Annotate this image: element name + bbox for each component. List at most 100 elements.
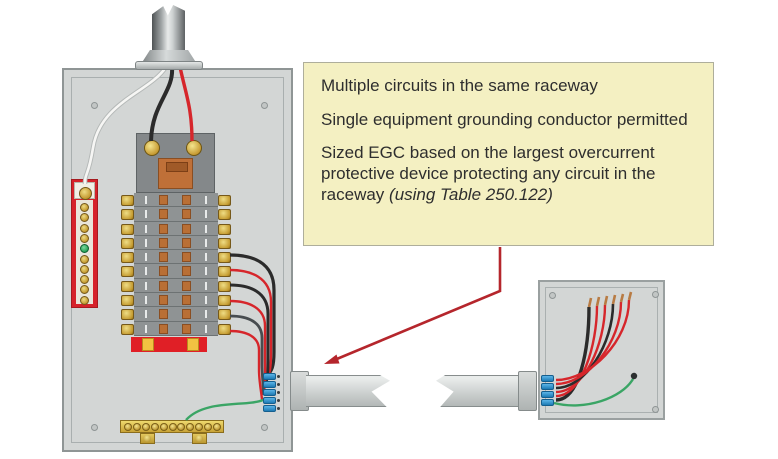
- breaker-contact: [182, 309, 191, 320]
- breaker-toggle-mark: [205, 281, 207, 290]
- neutral-screw: [80, 244, 89, 254]
- connector-bead: [263, 389, 276, 396]
- breaker-toggle-mark: [145, 238, 147, 247]
- junction-raceway-connector: [541, 375, 554, 407]
- breaker-contact: [182, 237, 191, 248]
- breaker-toggle-mark: [145, 196, 147, 204]
- neutral-screw: [80, 254, 89, 264]
- box-screw: [652, 291, 659, 298]
- neutral-screw: [80, 295, 89, 305]
- breaker-contact: [159, 309, 168, 320]
- breaker-body: [134, 250, 218, 265]
- note-line-3: Sized EGC based on the largest overcurre…: [321, 143, 697, 205]
- breaker-terminal-screw: [121, 209, 134, 221]
- breaker-toggle-mark: [145, 267, 147, 276]
- ground-screw: [204, 423, 213, 431]
- breaker-contact: [159, 195, 168, 205]
- ground-screw: [150, 423, 159, 431]
- breaker-toggle-mark: [205, 253, 207, 262]
- breaker-terminal-screw: [121, 309, 134, 321]
- breaker-body: [134, 207, 218, 222]
- ground-screw: [124, 423, 132, 431]
- breaker-body: [134, 321, 218, 336]
- connector-bead: [541, 391, 554, 398]
- ground-screw: [195, 423, 204, 431]
- connector-bead: [263, 405, 276, 412]
- mounting-hole: [261, 102, 268, 109]
- neutral-bus-bar: [71, 179, 98, 308]
- breaker-row: [121, 250, 231, 265]
- breaker-contact: [182, 195, 191, 205]
- breaker-toggle-mark: [205, 310, 207, 319]
- note-line-2: Single equipment grounding conductor per…: [321, 109, 688, 129]
- breaker-contact: [182, 223, 191, 234]
- breaker-contact: [159, 266, 168, 277]
- breaker-toggle-mark: [145, 296, 147, 305]
- connector-bead: [541, 383, 554, 390]
- breaker-toggle-mark: [205, 267, 207, 276]
- breaker-stack-mount: [131, 337, 207, 352]
- connector-bead: [263, 397, 276, 404]
- breaker-terminal-screw: [218, 266, 231, 278]
- breaker-row: [121, 293, 231, 308]
- breaker-terminal-screw: [218, 223, 231, 235]
- connector-set-screw: [277, 383, 280, 386]
- raceway-segment-left: [306, 375, 390, 407]
- breaker-body: [134, 293, 218, 308]
- breaker-body: [134, 307, 218, 322]
- mounting-hole: [261, 424, 268, 431]
- note-box: Multiple circuits in the same raceway Si…: [303, 62, 714, 246]
- breaker-row: [121, 278, 231, 294]
- breaker-contact: [182, 280, 191, 291]
- box-screw: [652, 406, 659, 413]
- arrowhead: [324, 354, 340, 364]
- breaker-contact: [182, 252, 191, 263]
- breaker-toggle-mark: [145, 281, 147, 290]
- mounting-hole: [91, 102, 98, 109]
- breaker-terminal-screw: [218, 209, 231, 221]
- ground-screw: [177, 423, 186, 431]
- breaker-contact: [159, 252, 168, 263]
- breaker-row: [121, 207, 231, 222]
- neutral-screw: [80, 285, 89, 295]
- breaker-terminal-screw: [121, 195, 134, 206]
- neutral-screw: [80, 213, 89, 223]
- breaker-contact: [159, 323, 168, 334]
- raceway-segment-right: [436, 375, 520, 407]
- breaker-toggle-mark: [145, 310, 147, 319]
- breaker-terminal-screw: [218, 309, 231, 321]
- ground-screw: [141, 423, 150, 431]
- neutral-screw: [80, 223, 89, 233]
- neutral-screw: [80, 233, 89, 243]
- neutral-screw: [80, 275, 89, 285]
- connector-bead: [263, 381, 276, 388]
- breaker-terminal-screw: [218, 252, 231, 264]
- breaker-contact: [159, 223, 168, 234]
- breaker-toggle-mark: [205, 224, 207, 233]
- breaker-toggle-mark: [205, 324, 207, 333]
- neutral-main-lug-pad: [74, 182, 95, 200]
- breaker-toggle-mark: [145, 224, 147, 233]
- breaker-contact: [159, 280, 168, 291]
- main-breaker-label: [166, 162, 188, 172]
- breaker-contact: [159, 209, 168, 220]
- breaker-body: [134, 221, 218, 236]
- ground-screw: [213, 423, 221, 431]
- breaker-terminal-screw: [121, 323, 134, 335]
- stack-mount-tab: [187, 338, 199, 351]
- ground-bus-foot: [192, 433, 207, 444]
- breaker-body: [134, 278, 218, 294]
- main-lug-left: [144, 140, 160, 156]
- breaker-terminal-screw: [121, 252, 134, 264]
- panel-raceway-connector: [263, 373, 280, 413]
- breaker-terminal-screw: [121, 295, 134, 307]
- connector-set-screw: [277, 391, 280, 394]
- ground-screw: [168, 423, 177, 431]
- junction-box: [538, 280, 665, 420]
- breaker-terminal-screw: [218, 295, 231, 307]
- breaker-row: [121, 321, 231, 336]
- breaker-body: [134, 264, 218, 279]
- breaker-contact: [182, 323, 191, 334]
- main-breaker-handle: [158, 158, 193, 189]
